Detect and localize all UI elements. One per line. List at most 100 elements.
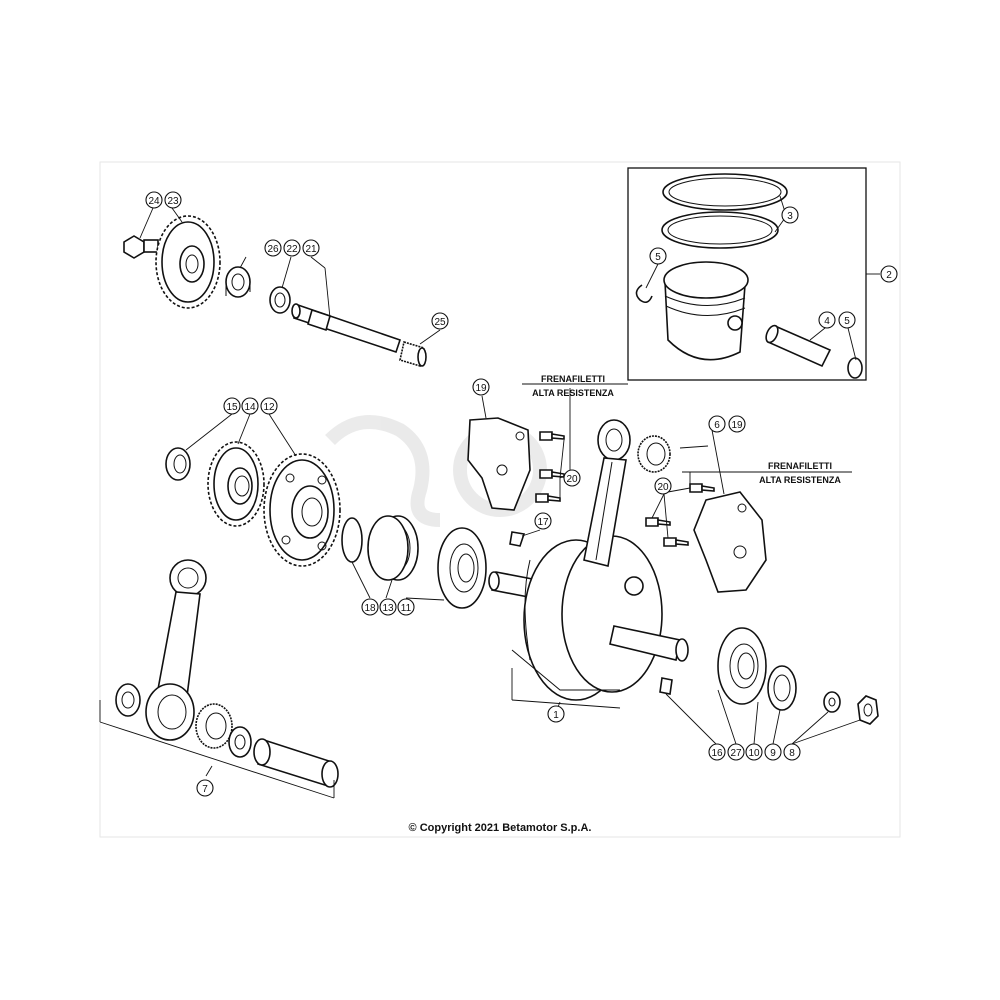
callout-20-left: 20 [563, 469, 581, 487]
balancer-shaft [291, 303, 402, 354]
gear-12 [263, 453, 341, 567]
svg-text:21: 21 [305, 244, 317, 255]
bearing-27 [717, 627, 767, 705]
callout-7: 7 [196, 779, 214, 797]
screws-20-right [645, 483, 715, 547]
svg-text:6: 6 [714, 420, 720, 431]
svg-text:1: 1 [553, 710, 559, 721]
callout-23: 23 [164, 191, 182, 209]
callout-4: 4 [818, 311, 836, 329]
svg-text:18: 18 [364, 603, 376, 614]
svg-text:15: 15 [226, 402, 238, 413]
nut-15 [165, 447, 191, 481]
callout-21: 21 [302, 239, 320, 257]
piston [663, 261, 749, 361]
svg-text:12: 12 [263, 402, 275, 413]
callout-15: 15 [223, 397, 241, 415]
callout-17: 17 [534, 512, 552, 530]
crank-gears-group [165, 413, 341, 567]
callout-25: 25 [431, 312, 449, 330]
svg-text:26: 26 [267, 244, 279, 255]
big-end-bearing [195, 703, 233, 749]
callout-9: 9 [764, 743, 782, 761]
conrod-kit-group [99, 559, 339, 799]
callout-2: 2 [880, 265, 898, 283]
callout-18: 18 [361, 598, 379, 616]
svg-text:24: 24 [148, 196, 160, 207]
seal-13 [367, 515, 419, 581]
callout-19-right: 19 [728, 415, 746, 433]
svg-text:25: 25 [434, 317, 446, 328]
svg-text:20: 20 [566, 474, 578, 485]
circlip-left [635, 284, 653, 304]
callout-14: 14 [241, 397, 259, 415]
gear-14 [207, 441, 265, 527]
callout-12: 12 [260, 397, 278, 415]
svg-text:19: 19 [475, 383, 487, 394]
woodruff-key-17 [509, 529, 541, 547]
piston-pin [765, 324, 832, 368]
needle-bearing-25 [399, 340, 427, 368]
svg-text:4: 4 [824, 316, 830, 327]
spacer-22 [269, 286, 291, 314]
needle-bearing-6 [637, 435, 709, 473]
crankshaft [488, 535, 689, 713]
svg-text:23: 23 [167, 196, 179, 207]
callout-10: 10 [745, 743, 763, 761]
callout-22: 22 [283, 239, 301, 257]
washer-9 [823, 691, 841, 713]
piston-kit-group [627, 167, 880, 381]
svg-text:17: 17 [537, 517, 549, 528]
thread-lock-note-1-line1: FRENAFILETTI [541, 374, 605, 384]
callout-24: 24 [145, 191, 163, 209]
svg-text:5: 5 [844, 316, 850, 327]
svg-text:3: 3 [787, 211, 793, 222]
callout-8: 8 [783, 743, 801, 761]
screws-20-left [535, 431, 565, 503]
crank-left-seals-group [341, 515, 487, 609]
svg-text:11: 11 [401, 603, 412, 614]
callout-27: 27 [727, 743, 745, 761]
thrust-washer-right [228, 726, 252, 758]
piston-ring-upper [662, 173, 788, 211]
circlip-right [847, 357, 863, 379]
callout-11: 11 [397, 598, 415, 616]
crank-plate-left [467, 395, 531, 511]
crank-pin [253, 738, 339, 788]
svg-text:20: 20 [657, 482, 669, 493]
piston-ring-lower [661, 211, 779, 249]
o-ring-18 [341, 517, 363, 563]
callout-6: 6 [708, 415, 726, 433]
callout-5-right: 5 [838, 311, 856, 329]
callout-20-right: 20 [654, 477, 672, 495]
callout-13: 13 [379, 598, 397, 616]
svg-text:8: 8 [789, 748, 795, 759]
callout-5-left: 5 [649, 247, 667, 265]
woodruff-key-16 [659, 677, 673, 695]
bolt-24 [123, 235, 159, 259]
callout-16: 16 [708, 743, 726, 761]
svg-text:22: 22 [286, 244, 298, 255]
seal-10 [767, 665, 797, 711]
thread-lock-note-2-line1: FRENAFILETTI [768, 461, 832, 471]
drawing-frame [99, 161, 901, 838]
callout-1: 1 [547, 705, 565, 723]
bearing-11 [437, 527, 487, 609]
callout-3: 3 [781, 206, 799, 224]
svg-text:9: 9 [770, 748, 776, 759]
svg-text:10: 10 [748, 748, 760, 759]
svg-text:14: 14 [244, 402, 256, 413]
svg-text:19: 19 [731, 420, 743, 431]
thread-lock-note-2-line2: ALTA RESISTENZA [759, 475, 841, 485]
svg-text:5: 5 [655, 252, 661, 263]
thread-lock-note-1-line2: ALTA RESISTENZA [532, 388, 614, 398]
nut-8 [857, 695, 879, 725]
balancer-gear [155, 215, 221, 309]
svg-text:27: 27 [730, 748, 742, 759]
svg-text:2: 2 [886, 270, 892, 281]
svg-text:16: 16 [711, 748, 723, 759]
callout-19-left: 19 [472, 378, 490, 396]
callout-26: 26 [264, 239, 282, 257]
connecting-rod [583, 419, 631, 567]
